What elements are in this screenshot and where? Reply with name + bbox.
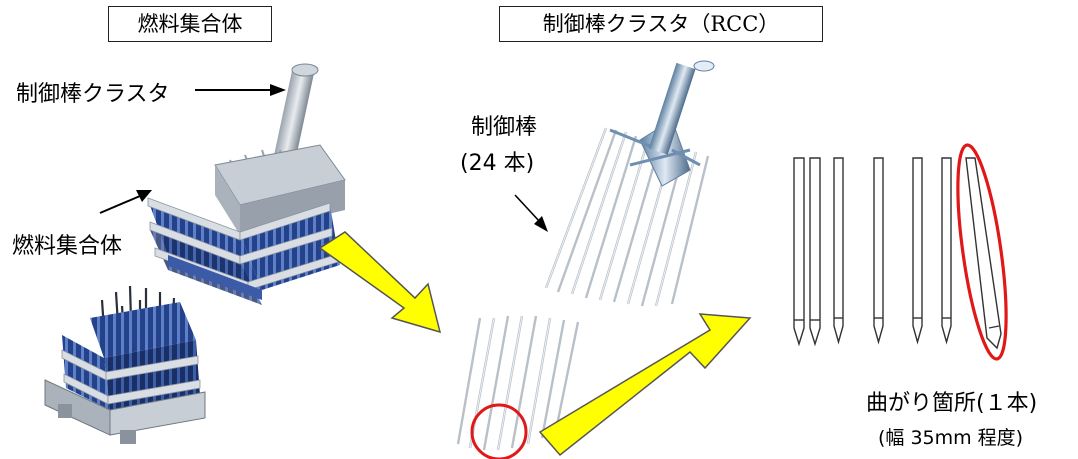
fuel-assembly-title: 燃料集合体 [137,12,243,36]
fuel-assembly-upper-image [147,63,346,305]
rcc-upper-image [544,60,715,307]
bend-highlight-circle-rcc [470,403,528,459]
rcc-label: 制御棒クラスタ [16,82,170,107]
yellow-arrow-1 [318,231,442,334]
rcc-title-box: 制御棒クラスタ（RCC） [499,6,823,42]
fuel-assembly-label: 燃料集合体 [12,234,123,259]
rcc-lower-image [456,315,580,451]
control-rod-label: 制御棒 [471,115,538,140]
control-rod-pointer-arrow [514,194,548,232]
rcc-pointer-arrow [195,84,286,96]
fuel-assembly-title-box: 燃料集合体 [108,6,272,42]
fuel-assembly-pointer-arrow [99,190,152,214]
rcc-title: 制御棒クラスタ（RCC） [542,12,780,36]
bend-width-label: (幅 35mm 程度) [878,427,1024,449]
control-rod-count-label: (24 本) [460,151,535,176]
bend-highlight-oval [956,143,1008,361]
yellow-arrow-2 [538,313,752,457]
bend-location-label: 曲がり箇所(１本) [866,391,1038,416]
individual-control-rods [793,157,1002,350]
fuel-assembly-lower-image [44,285,206,444]
